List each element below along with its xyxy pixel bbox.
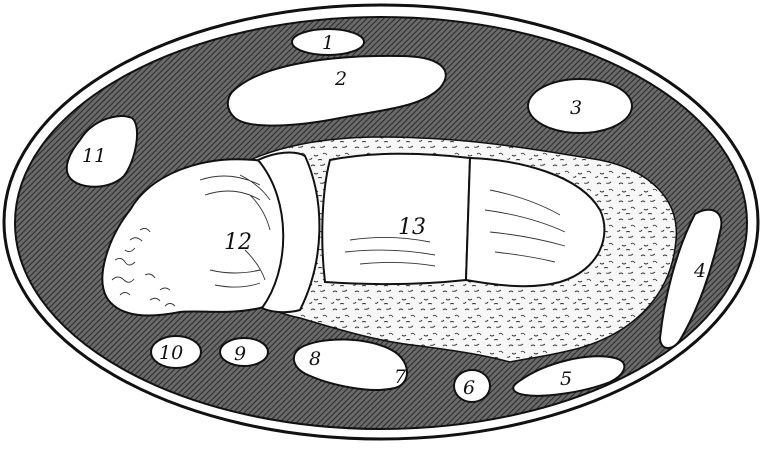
label-8: 8 — [309, 348, 321, 370]
label-13: 13 — [398, 215, 426, 240]
label-3: 3 — [570, 97, 582, 119]
label-2: 2 — [334, 68, 347, 90]
label-7: 7 — [394, 366, 407, 388]
label-4: 4 — [693, 260, 706, 282]
label-6: 6 — [463, 377, 475, 399]
label-11: 11 — [82, 145, 106, 167]
label-5: 5 — [560, 368, 572, 390]
label-12: 12 — [224, 230, 252, 255]
label-9: 9 — [234, 343, 246, 365]
structure-13-left — [322, 154, 470, 284]
label-10: 10 — [159, 342, 183, 364]
label-1: 1 — [322, 32, 334, 54]
